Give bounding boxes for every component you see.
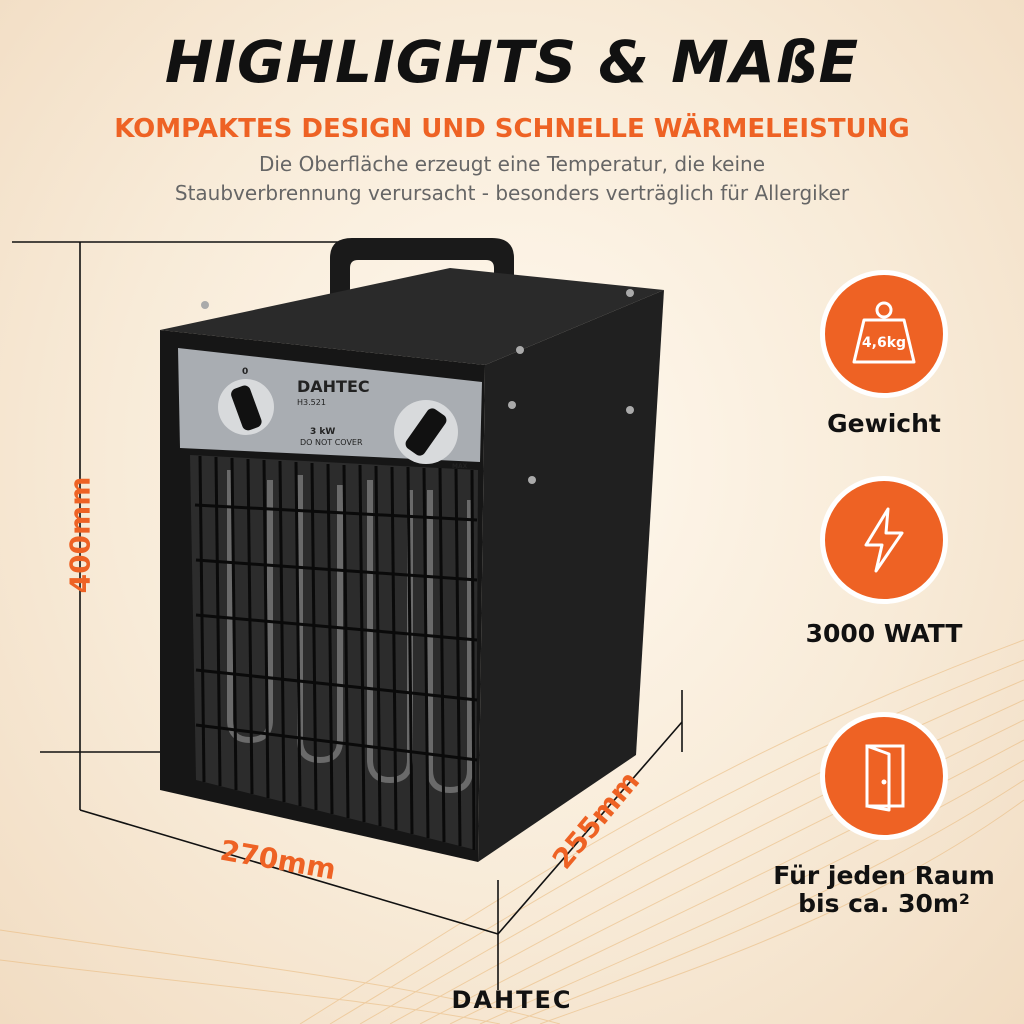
door-icon <box>865 744 905 812</box>
page-title: HIGHLIGHTS & MAßE <box>164 28 860 96</box>
height-dimension-label: 400mm <box>63 476 97 594</box>
weight-badge: 4,6kg <box>820 270 948 398</box>
lightning-icon <box>864 507 904 573</box>
panel-model: H3.521 <box>297 398 326 407</box>
room-badge <box>820 712 948 840</box>
panel-knob-max: MAX <box>452 463 468 470</box>
power-label: 3000 WATT <box>805 619 963 648</box>
description-line-1: Die Oberfläche erzeugt eine Temperatur, … <box>258 152 766 176</box>
weight-value: 4,6kg <box>862 335 906 351</box>
page-subtitle: KOMPAKTES DESIGN UND SCHNELLE WÄRMELEIST… <box>114 114 910 144</box>
power-badge <box>820 476 948 604</box>
panel-power: 3 kW <box>310 427 335 437</box>
footer-brand-logo: DAHTEC <box>451 986 573 1014</box>
panel-knob-zero: 0 <box>242 367 248 377</box>
room-label-line-2: bis ca. 30m² <box>798 889 970 918</box>
heater-image: DAHTEC H3.521 3 kW DO NOT COVER 0 MAX <box>160 238 664 862</box>
page-description: Die Oberfläche erzeugt eine Temperatur, … <box>112 150 912 208</box>
weight-label: Gewicht <box>827 409 941 438</box>
panel-warning: DO NOT COVER <box>300 438 363 447</box>
description-line-2: Staubverbrennung verursacht - besonders … <box>174 181 850 205</box>
panel-brand: DAHTEC <box>297 377 370 396</box>
room-label: Für jeden Raum bis ca. 30m² <box>764 862 1004 918</box>
weight-icon: 4,6kg <box>852 301 916 364</box>
room-label-line-1: Für jeden Raum <box>773 861 995 890</box>
